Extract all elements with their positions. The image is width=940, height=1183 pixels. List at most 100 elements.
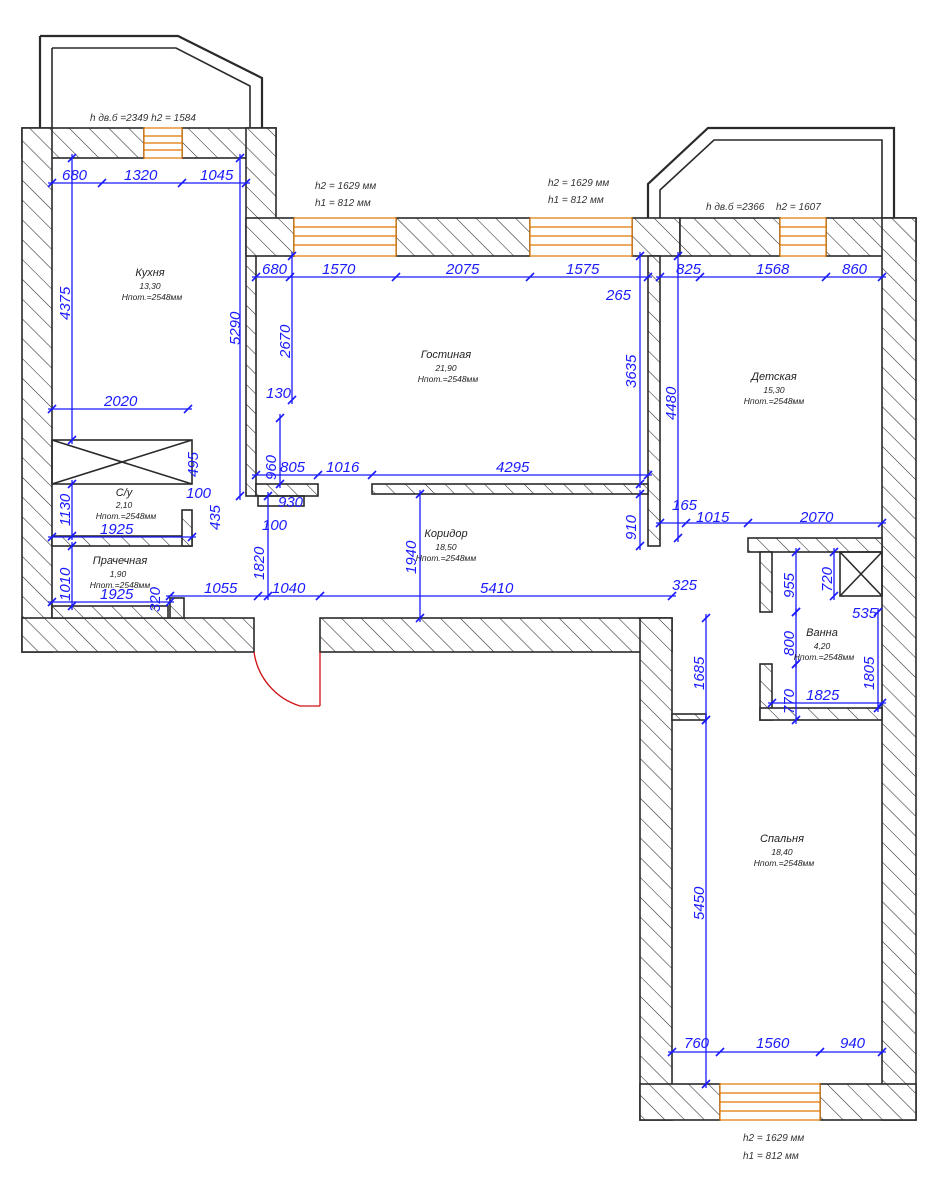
dim-l-1016: 1016 <box>326 459 360 476</box>
note-kids-balcony: h дв.б =2366 <box>706 201 765 213</box>
room-living: Гостиная 21,90 Hпот.=2548мм <box>418 349 479 384</box>
dim-c-1040: 1040 <box>272 580 306 597</box>
dim-b-770: 770 <box>781 688 798 714</box>
room-corridor-area: 18,50 <box>435 542 457 552</box>
dimension-tick <box>701 1079 711 1089</box>
dimension-tick <box>275 413 285 423</box>
dim-b-955: 955 <box>781 572 798 598</box>
dimension-tick <box>165 591 175 601</box>
dimension-tick <box>815 1047 825 1057</box>
note-living-win2-h2: h2 = 1629 мм <box>548 178 609 189</box>
dim-l-680: 680 <box>262 261 288 278</box>
room-labels: Кухня 13,30 Hпот.=2548мм Гостиная 21,90 … <box>90 267 855 868</box>
walls <box>21 127 917 1121</box>
room-laundry: Прачечная 1,90 Hпот.=2548мм <box>90 555 151 590</box>
dim-d-860: 860 <box>842 261 868 278</box>
dim-d-4480: 4480 <box>663 386 680 420</box>
room-laundry-name: Прачечная <box>93 555 148 567</box>
dimension-tick <box>643 470 653 480</box>
dim-c-325: 325 <box>672 577 698 594</box>
dimension-tick <box>177 178 187 188</box>
dimension-tick <box>791 715 801 725</box>
dimension-tick <box>263 491 273 501</box>
dimension-tick <box>681 518 691 528</box>
dim-wc-1925: 1925 <box>100 521 134 538</box>
dimension-tick <box>285 272 295 282</box>
dimension-tick <box>635 541 645 551</box>
dim-la-1010: 1010 <box>57 567 74 601</box>
room-living-area: 21,90 <box>434 363 457 373</box>
dimension-labels: 680 1320 1045 4375 5290 2020 495 1130 10… <box>57 167 878 1052</box>
dimension-tick <box>287 251 297 261</box>
dim-c-165: 165 <box>672 497 698 514</box>
note-living-win1-h1: h1 = 812 мм <box>315 198 371 209</box>
dim-wc-1130: 1130 <box>57 493 74 526</box>
room-bath-height: Hпот.=2548мм <box>794 652 855 662</box>
dimension-tick <box>67 435 77 445</box>
dimension-tick <box>67 541 77 551</box>
window-notes: h дв.б =2349 h2 = 1584 h2 = 1629 мм h1 =… <box>90 112 821 1162</box>
dimension-tick <box>47 404 57 414</box>
room-kitchen-height: Hпот.=2548мм <box>122 292 183 302</box>
room-bath: Ванна 4,20 Hпот.=2548мм <box>794 627 855 662</box>
dim-b-800: 800 <box>781 630 798 656</box>
dimension-tick <box>635 489 645 499</box>
dim-d-825: 825 <box>676 261 702 278</box>
dim-l-2075: 2075 <box>445 261 480 278</box>
dim-l-930: 930 <box>278 494 304 511</box>
dimension-lines <box>47 153 887 1089</box>
dimension-tick <box>253 591 263 601</box>
dim-l-2670: 2670 <box>277 324 294 359</box>
dim-b-1825: 1825 <box>806 687 840 704</box>
room-living-height: Hпот.=2548мм <box>418 374 479 384</box>
dimension-tick <box>315 591 325 601</box>
dimension-tick <box>791 659 801 669</box>
dim-d-2070: 2070 <box>799 509 834 526</box>
dimension-tick <box>67 531 77 541</box>
room-kitchen-name: Кухня <box>135 267 164 279</box>
room-bedroom-area: 18,40 <box>771 847 793 857</box>
note-bed-win-h2: h2 = 1629 мм <box>743 1133 804 1144</box>
room-bath-name: Ванна <box>806 627 838 639</box>
dimension-tick <box>165 597 175 607</box>
entrance-door <box>253 651 321 707</box>
dim-wc-435: 435 <box>207 504 224 530</box>
dim-la-320: 320 <box>147 586 164 612</box>
dimension-tick <box>877 518 887 528</box>
room-laundry-height: Hпот.=2548мм <box>90 580 151 590</box>
windows <box>143 127 827 1121</box>
dimension-tick <box>829 591 839 601</box>
dim-b-1805: 1805 <box>861 656 878 690</box>
dimension-tick <box>715 1047 725 1057</box>
dim-l-805: 805 <box>280 459 306 476</box>
dimension-tick <box>391 272 401 282</box>
dim-l-3635: 3635 <box>623 354 640 388</box>
room-bedroom: Спальня 18,40 Hпот.=2548мм <box>754 833 815 868</box>
dim-l-1575: 1575 <box>566 261 600 278</box>
dim-k-right: 5290 <box>227 311 244 345</box>
dim-s-1560: 1560 <box>756 1035 790 1052</box>
dim-la-1925: 1925 <box>100 586 134 603</box>
dim-k-top3: 1045 <box>200 167 234 184</box>
dimension-tick <box>67 601 77 611</box>
dim-l-265: 265 <box>605 287 632 304</box>
note-kitchen-balcony: h дв.б =2349 h2 = 1584 <box>90 112 196 124</box>
dimension-tick <box>251 272 261 282</box>
dim-b-535: 535 <box>852 605 878 622</box>
dimension-tick <box>635 251 645 261</box>
dim-s-940: 940 <box>840 1035 866 1052</box>
dim-l-960: 960 <box>263 454 280 480</box>
room-kids: Детская 15,30 Hпот.=2548мм <box>744 371 805 406</box>
dimension-tick <box>47 178 57 188</box>
dimension-tick <box>877 1047 887 1057</box>
dimension-tick <box>673 251 683 261</box>
dim-c-910: 910 <box>623 514 640 540</box>
room-kids-height: Hпот.=2548мм <box>744 396 805 406</box>
dimension-tick <box>655 272 665 282</box>
dim-c-5410: 5410 <box>480 580 514 597</box>
dim-b-720: 720 <box>819 566 836 592</box>
dimension-tick <box>275 479 285 489</box>
note-living-win1-h2: h2 = 1629 мм <box>315 181 376 192</box>
room-kitchen: Кухня 13,30 Hпот.=2548мм <box>122 267 183 302</box>
room-bedroom-height: Hпот.=2548мм <box>754 858 815 868</box>
